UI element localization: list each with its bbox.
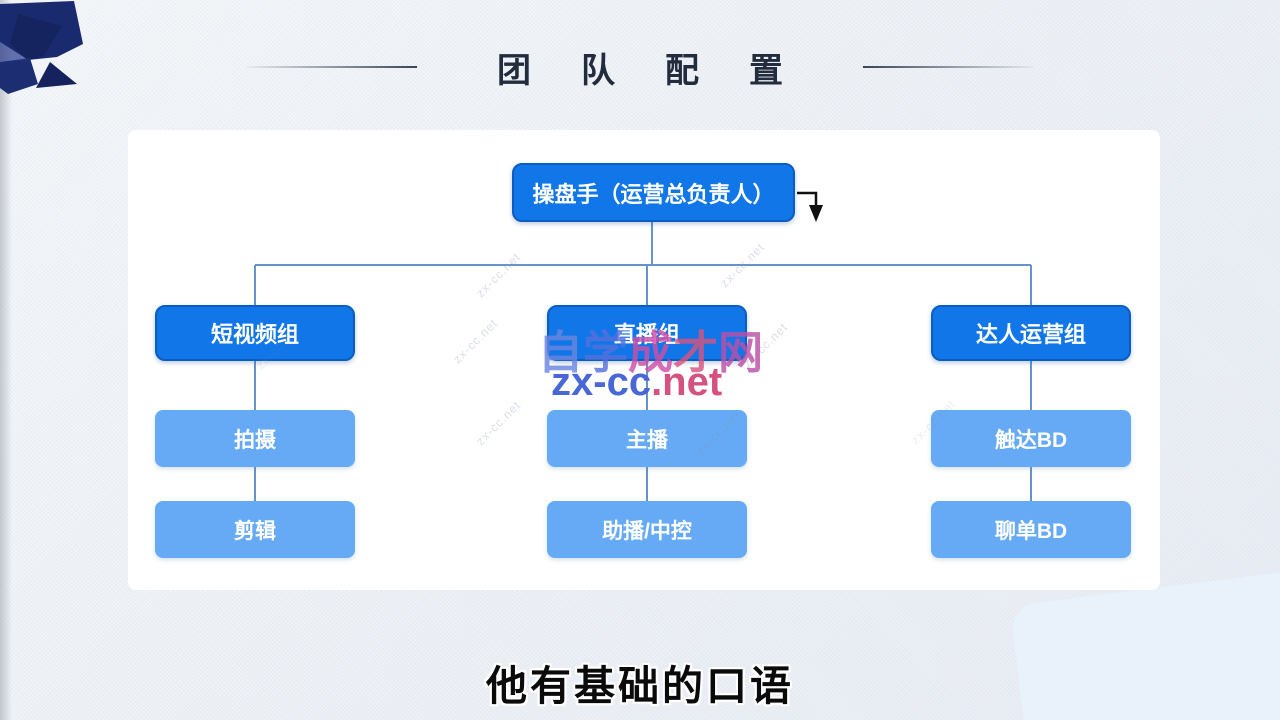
watermark-char: 学 xyxy=(583,327,629,378)
watermark-brand-text: 自 学 成 才 网 xyxy=(538,316,763,381)
org-chart-card: 操盘手（运营总负责人） 短视频组 拍摄 剪辑 直播组 主播 助播/中控 达人运营… xyxy=(128,130,1160,590)
video-subtitle: 他有基础的口语 xyxy=(486,663,794,709)
watermark-char: 才 xyxy=(673,327,719,378)
connector-lines xyxy=(254,191,1032,501)
watermark-char: 网 xyxy=(718,327,764,378)
child-node-shooting: 拍摄 xyxy=(155,410,355,467)
watermark-char: 成 xyxy=(628,327,674,378)
page-title: 团队配置 xyxy=(497,52,833,90)
watermark-site-prefix: zx-cc xyxy=(551,360,652,404)
child-node-reach-bd: 触达BD xyxy=(931,410,1131,467)
child-node-host: 主播 xyxy=(547,410,747,467)
group-node-short-video: 短视频组 xyxy=(155,305,355,361)
child-node-chat-bd: 聊单BD xyxy=(931,501,1131,558)
ribbon-decoration-icon xyxy=(0,1,83,94)
watermark-char: 自 xyxy=(538,327,584,378)
title-divider-right xyxy=(863,66,1033,68)
left-edge-shadow xyxy=(0,0,12,720)
watermark-site-suffix: .net xyxy=(651,360,723,404)
root-node-operator: 操盘手（运营总负责人） xyxy=(512,163,795,222)
slide-header: 团队配置 xyxy=(0,42,1280,92)
title-divider-left xyxy=(247,66,417,68)
watermark-site-url: zx-cc.net xyxy=(551,360,722,405)
group-node-influencer-ops: 达人运营组 xyxy=(931,305,1131,361)
child-node-editing: 剪辑 xyxy=(155,501,355,558)
down-arrow-icon xyxy=(797,191,823,222)
group-node-livestream: 直播组 xyxy=(547,305,747,361)
child-node-assistant-control: 助播/中控 xyxy=(547,501,747,558)
